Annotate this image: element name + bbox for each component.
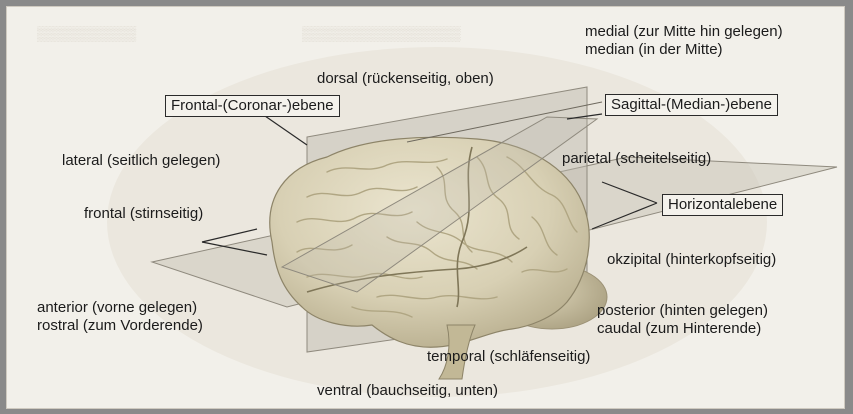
label-sagittal-plane: Sagittal-(Median-)ebene [605, 94, 778, 116]
label-caudal: caudal (zum Hinterende) [597, 320, 761, 338]
label-rostral: rostral (zum Vorderende) [37, 317, 203, 335]
label-ventral: ventral (bauchseitig, unten) [317, 382, 498, 400]
ghost-text: ▒▒▒▒▒▒▒▒▒▒▒▒▒▒▒▒ [302, 25, 461, 41]
label-median: median (in der Mitte) [585, 41, 723, 59]
label-dorsal: dorsal (rückenseitig, oben) [317, 70, 494, 88]
label-okzipital: okzipital (hinterkopfseitig) [607, 251, 776, 269]
label-medial: medial (zur Mitte hin gelegen) [585, 23, 783, 41]
label-horizontal-plane: Horizontalebene [662, 194, 783, 216]
label-lateral: lateral (seitlich gelegen) [62, 152, 220, 170]
label-posterior: posterior (hinten gelegen) [597, 302, 768, 320]
ghost-text: ▒▒▒▒▒▒▒▒▒▒ [37, 25, 136, 41]
label-frontal: frontal (stirnseitig) [84, 205, 203, 223]
label-anterior: anterior (vorne gelegen) [37, 299, 197, 317]
label-parietal: parietal (scheitelseitig) [562, 150, 711, 168]
brain-hemisphere [270, 137, 589, 347]
diagram-frame: ▒▒▒▒▒▒▒▒▒▒ ▒▒▒▒▒▒▒▒▒▒▒▒▒▒▒▒ medial (zur … [6, 6, 845, 409]
label-frontal-plane: Frontal-(Coronar-)ebene [165, 95, 340, 117]
label-temporal: temporal (schläfenseitig) [427, 348, 590, 366]
